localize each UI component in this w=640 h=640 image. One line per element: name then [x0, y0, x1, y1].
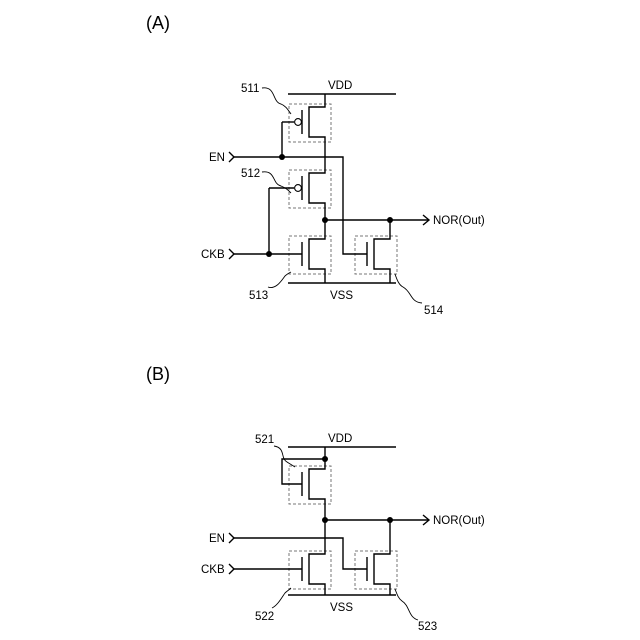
ref-514: 514 [424, 305, 444, 317]
ref-511: 511 [241, 83, 259, 95]
leader-513 [268, 272, 291, 288]
leader-512 [262, 172, 291, 193]
ref-513: 513 [249, 290, 268, 302]
leader-523 [395, 589, 418, 620]
leader-521 [274, 446, 295, 467]
figure-a-title: (A) [146, 13, 170, 33]
leader-514 [395, 274, 422, 303]
figure-b-title: (B) [146, 364, 170, 384]
figure-b-output-label: NOR(Out) [433, 515, 485, 527]
figure-b-en-arrow-icon [229, 533, 234, 543]
leader-522 [272, 588, 291, 608]
figure-a-vdd-label: VDD [328, 80, 352, 92]
figure-b: (B) VDD VSS EN [146, 364, 485, 633]
figure-b-ckb-label: CKB [201, 564, 225, 576]
ref-522: 522 [255, 611, 274, 623]
transistor-511 [282, 94, 331, 148]
transistor-521 [282, 447, 331, 520]
figure-b-vss-label: VSS [330, 602, 353, 614]
ref-523: 523 [418, 621, 437, 633]
figure-a-en-arrow-icon [229, 152, 234, 162]
figure-b-vdd-label: VDD [328, 433, 352, 445]
figure-a: (A) VDD VSS [146, 13, 485, 317]
ref-512: 512 [241, 168, 260, 180]
figure-a-en-label: EN [209, 152, 225, 164]
figure-a-vss-label: VSS [330, 290, 353, 302]
transistor-513 [269, 220, 331, 283]
figure-a-ckb-label: CKB [201, 249, 225, 261]
leader-511 [262, 88, 291, 114]
figure-b-ckb-arrow-icon [229, 564, 234, 574]
figure-b-en-label: EN [209, 533, 225, 545]
ref-521: 521 [255, 434, 274, 446]
figure-a-output-label: NOR(Out) [433, 215, 485, 227]
transistor-522 [234, 520, 331, 595]
transistor-512 [269, 148, 331, 220]
figure-a-ckb-arrow-icon [229, 249, 234, 259]
